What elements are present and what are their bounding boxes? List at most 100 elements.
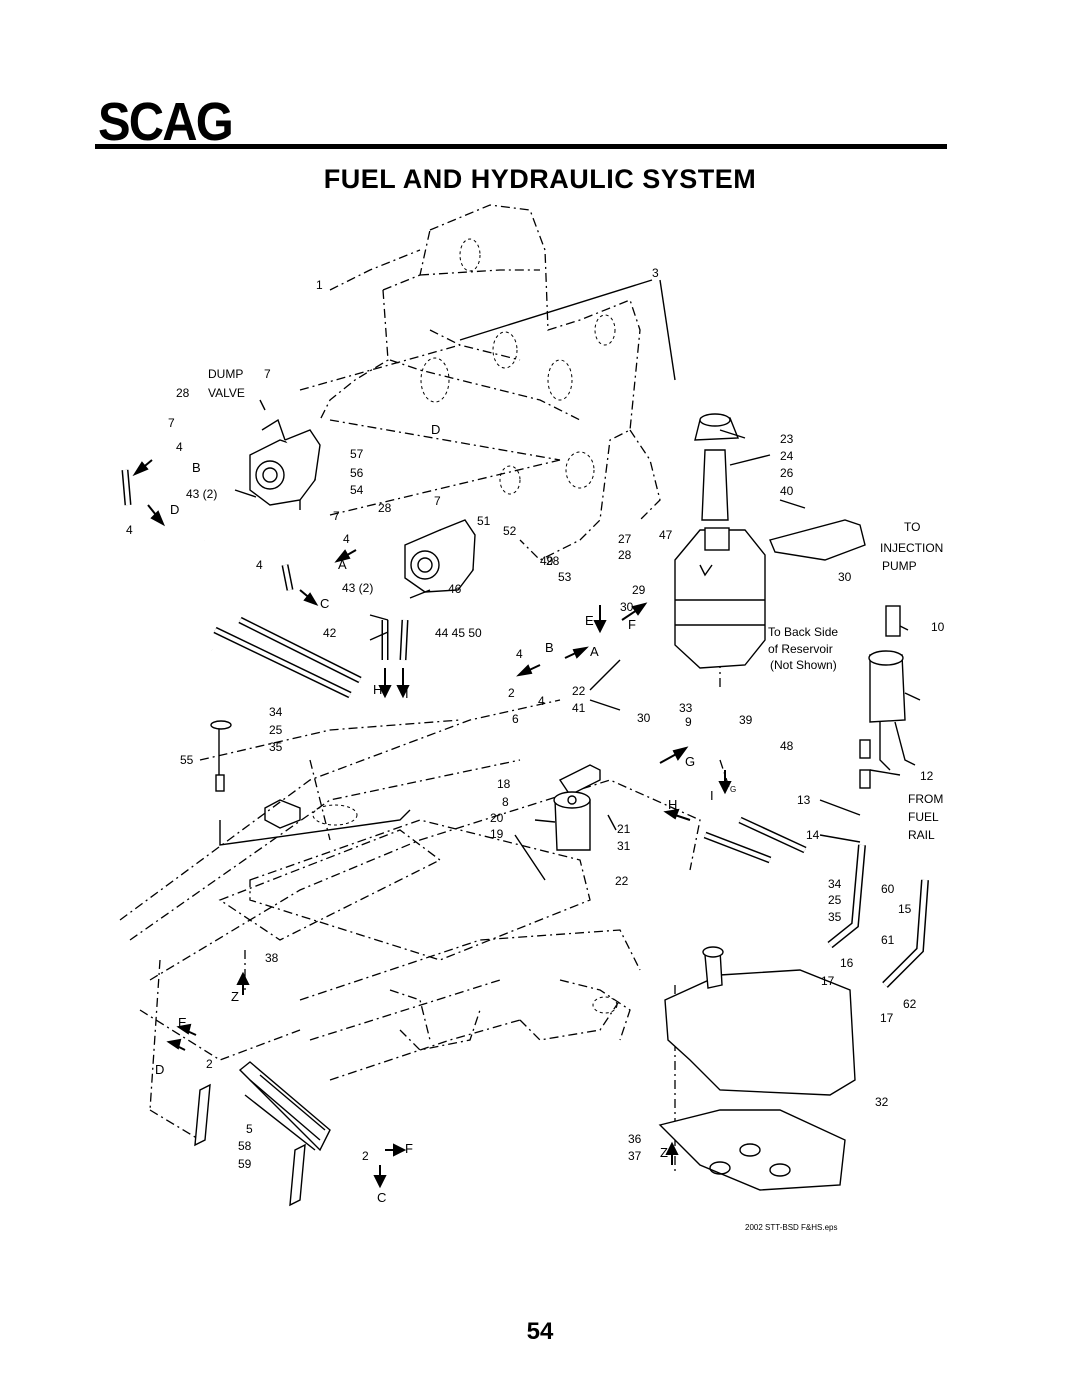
callout: 27: [618, 532, 632, 546]
hydraulic-reservoir: [674, 413, 866, 669]
callout: 52: [503, 524, 517, 538]
callout: A: [338, 557, 347, 572]
callout: 46: [448, 582, 462, 596]
callout: D: [155, 1062, 164, 1077]
callout: 25: [828, 893, 842, 907]
callout: D: [170, 502, 179, 517]
callout: A: [590, 644, 599, 659]
callout: 6: [512, 712, 519, 726]
callout: 20: [490, 811, 504, 825]
callout: 17: [880, 1011, 894, 1025]
callout: 32: [875, 1095, 889, 1109]
callout: 2: [206, 1057, 213, 1071]
callout: 53: [558, 570, 572, 584]
callout: D: [431, 422, 440, 437]
callout: 38: [265, 951, 279, 965]
callout: 55: [180, 753, 194, 767]
callout: 31: [617, 839, 631, 853]
callout: 37: [628, 1149, 642, 1163]
callout: 8: [502, 795, 509, 809]
callout: 10: [931, 620, 945, 634]
callout: E: [585, 613, 594, 628]
callout: C: [377, 1190, 386, 1205]
fuel-filter: [859, 605, 916, 789]
callout: C: [320, 596, 329, 611]
callout: 35: [269, 740, 283, 754]
callout: 30: [838, 570, 852, 584]
callout: 17: [821, 974, 835, 988]
callout: 36: [628, 1132, 642, 1146]
callout: 28: [176, 386, 190, 400]
callout: 48: [780, 739, 794, 753]
callout: 60: [881, 882, 895, 896]
callout: 15: [898, 902, 912, 916]
oil-cooler: [194, 1061, 331, 1207]
callout: 4: [343, 532, 350, 546]
callout: 51: [477, 514, 491, 528]
callout: 21: [617, 822, 631, 836]
callout: 43 (2): [342, 581, 373, 595]
callout: 62: [903, 997, 917, 1011]
scag-logo: SCAG: [95, 92, 235, 148]
callout: 13: [797, 793, 811, 807]
header-rule: [95, 144, 947, 149]
callout: 34: [828, 877, 842, 891]
callout: 42: [323, 626, 337, 640]
callout: 7: [434, 494, 441, 508]
callout: 23: [780, 432, 794, 446]
callout: 4: [176, 440, 183, 454]
callout: (Not Shown): [770, 658, 837, 672]
callout: 16: [840, 956, 854, 970]
callout: 5: [246, 1122, 253, 1136]
callout: INJECTION: [880, 541, 943, 555]
callout: Z: [231, 989, 239, 1004]
callout: 7: [333, 509, 340, 523]
tank-plate: [658, 1109, 846, 1191]
callout: G: [685, 754, 695, 769]
callout: 19: [490, 827, 504, 841]
callout: VALVE: [208, 386, 245, 400]
page-number: 54: [526, 1318, 554, 1345]
routing-lines: [149, 249, 731, 1175]
fuel-tank: [664, 946, 856, 1096]
callout: 4: [538, 694, 545, 708]
callout: I: [405, 686, 409, 701]
callout: 34: [269, 705, 283, 719]
callout: 9: [685, 715, 692, 729]
mower-chassis: [119, 699, 701, 1081]
callout: 25: [269, 723, 283, 737]
callout: 30: [620, 600, 634, 614]
callout: 58: [238, 1139, 252, 1153]
callout: 28: [546, 554, 560, 568]
callout: H: [668, 797, 677, 812]
callout: 54: [350, 483, 364, 497]
callout: 28: [378, 501, 392, 515]
callout: PUMP: [882, 559, 917, 573]
callout: 41: [572, 701, 586, 715]
oil-filter: [553, 764, 601, 851]
callout: 3: [652, 266, 659, 280]
callout: 2: [362, 1149, 369, 1163]
callout: 1: [316, 278, 323, 292]
callout: TO: [904, 520, 920, 534]
callout: F: [405, 1141, 413, 1156]
callout: 57: [350, 447, 364, 461]
leader-lines: [234, 279, 921, 881]
callout: 40: [780, 484, 794, 498]
callout: FROM: [908, 792, 943, 806]
dipstick: [210, 720, 232, 792]
callout: 47: [659, 528, 673, 542]
reference-arrows: [132, 459, 732, 1189]
callout: B: [545, 640, 554, 655]
callout: 12: [920, 769, 934, 783]
callout: 33: [679, 701, 693, 715]
callout: I: [710, 788, 714, 803]
callout: DUMP: [208, 367, 243, 381]
callout: 22: [615, 874, 629, 888]
callout: 7: [168, 416, 175, 430]
callout: 43 (2): [186, 487, 217, 501]
callout: 4: [256, 558, 263, 572]
file-label: 2002 STT-BSD F&HS.eps: [745, 1223, 837, 1232]
svg-text:SCAG: SCAG: [98, 92, 232, 148]
